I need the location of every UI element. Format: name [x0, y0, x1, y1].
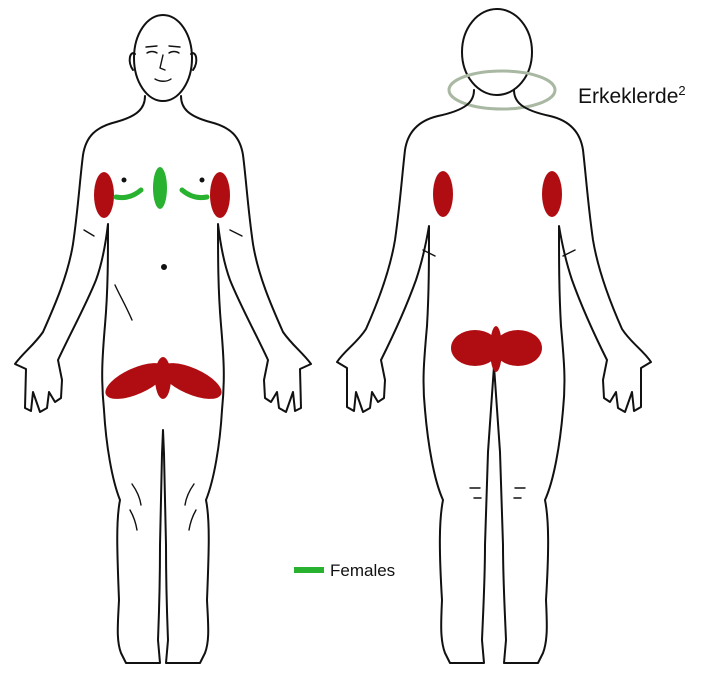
front-sternum-green-mark [153, 167, 167, 209]
back-sacral-red-mark [490, 326, 502, 372]
front-right-eyebrow [169, 46, 180, 47]
front-right-nipple [200, 178, 205, 183]
front-left-shoulder-red-mark [94, 172, 114, 218]
back-left-shoulder-red-mark [433, 171, 453, 217]
neck-annotation-label: Erkeklerde2 [578, 83, 686, 108]
neck-annotation-label-superscript: 2 [678, 83, 685, 98]
front-left-nipple [122, 178, 127, 183]
front-right-shoulder-red-mark [210, 172, 230, 218]
front-left-eyebrow [146, 46, 157, 47]
front-pubic-red-mark [155, 357, 171, 399]
legend-label-females: Females [330, 561, 395, 580]
front-navel [161, 264, 167, 270]
back-right-shoulder-red-mark [542, 171, 562, 217]
neck-annotation-label-base: Erkeklerde [578, 85, 678, 108]
